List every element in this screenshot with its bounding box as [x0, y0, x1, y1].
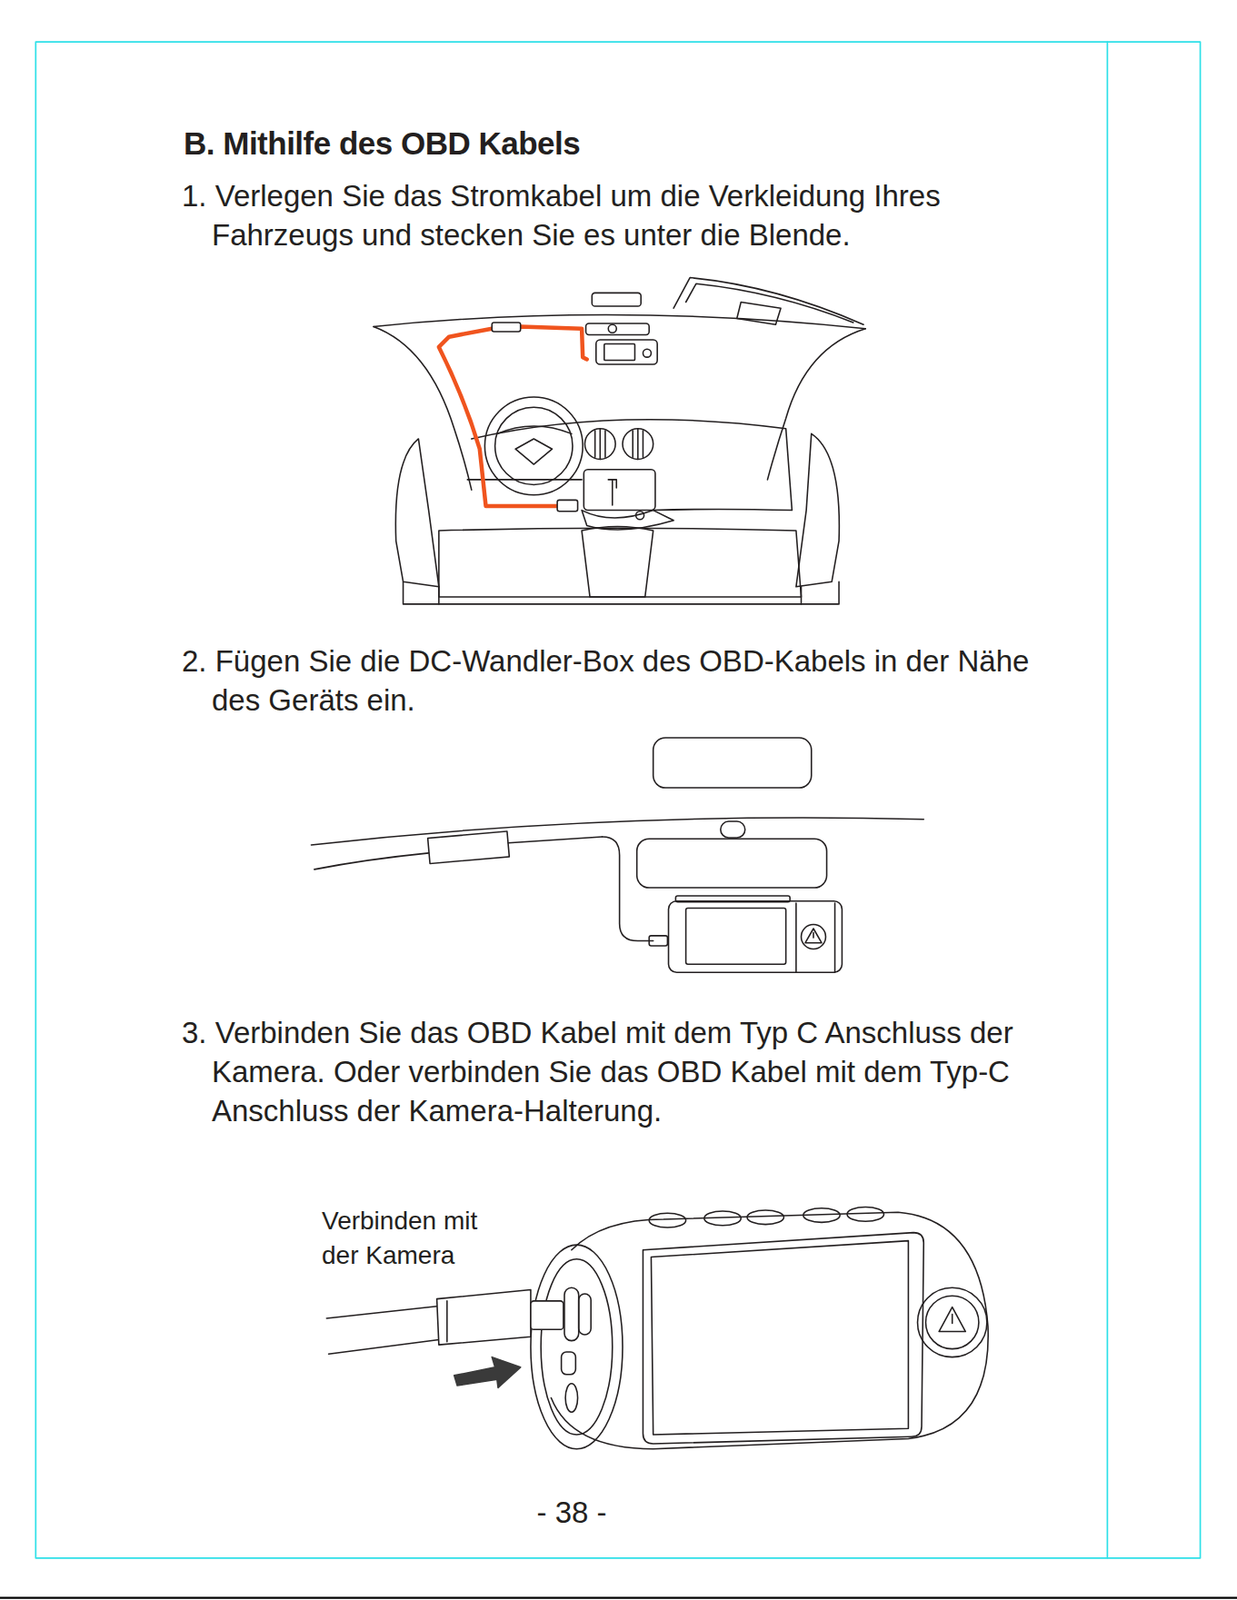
power-cable — [438, 326, 588, 507]
step-text: 1. Verlegen Sie das Stromkabel um die Ve… — [181, 176, 1055, 255]
step-text: 3. Verbinden Sie das OBD Kabel mit dem T… — [181, 1013, 1055, 1131]
section-heading: B. Mithilfe des OBD Kabels — [183, 123, 1093, 164]
page-number: - 38 - — [536, 1495, 607, 1532]
callout-label: Verbinden mit der Kamera — [321, 1204, 513, 1274]
page-frame — [35, 41, 1200, 1559]
cable-clip — [491, 322, 520, 332]
converter-drawing — [310, 738, 924, 973]
car-interior-drawing — [373, 278, 866, 605]
page-edge — [0, 1597, 1237, 1600]
step-text: 2. Fügen Sie die DC-Wandler-Box des OBD-… — [181, 641, 1055, 720]
obd-plug — [557, 499, 578, 511]
page-margin-line — [1107, 41, 1109, 1559]
